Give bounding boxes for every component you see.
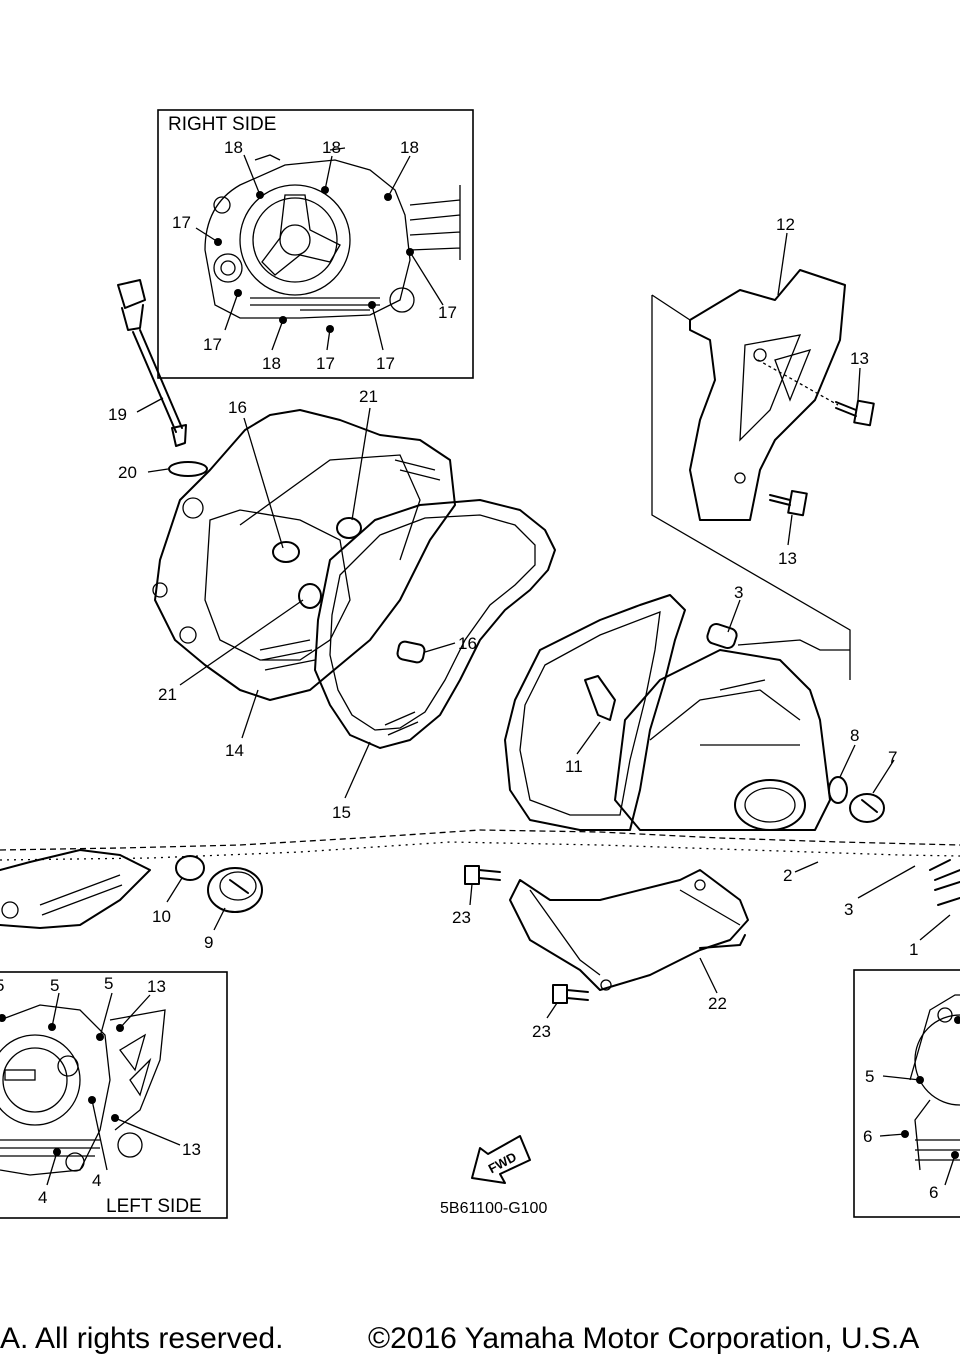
- o-ring-10: [175, 855, 205, 881]
- left-inset-label-13a: 13: [147, 977, 166, 996]
- callout-21-upper: 21: [359, 387, 378, 406]
- sprocket-cover: [651, 269, 851, 680]
- callout-11: 11: [565, 757, 583, 776]
- callout-14: 14: [225, 741, 244, 760]
- left-engine-fragment: [0, 849, 151, 929]
- copyright-left: A. All rights reserved.: [0, 1322, 284, 1355]
- callout-9: 9: [204, 933, 213, 952]
- left-inset-label-5b: 5: [50, 976, 59, 995]
- right-inset-label-17b: 17: [203, 335, 222, 354]
- callout-23-lower: 23: [532, 1022, 551, 1041]
- right-side-inset: RIGHT SIDE 18 18 18: [157, 109, 474, 379]
- right-inset-label-17c: 17: [438, 303, 457, 322]
- callout-labels: 12 13 13 3 8 7 11 19 20 16 21 16 21 14 1…: [108, 215, 918, 1041]
- right-inset-label-18d: 18: [262, 354, 281, 373]
- copyright-right: ©2016 Yamaha Motor Corporation, U.S.A: [368, 1322, 920, 1355]
- callout-3-lower: 3: [844, 900, 853, 919]
- fwd-arrow-icon: FWD: [471, 1135, 531, 1184]
- callout-leaders: [136, 232, 951, 1019]
- diagram-code: 5B61100-G100: [440, 1200, 547, 1217]
- left-inset-label-5c: 5: [104, 974, 113, 993]
- scan-distortion: [0, 829, 960, 861]
- callout-16-upper: 16: [228, 398, 247, 417]
- bolt-23-upper: [464, 865, 501, 885]
- guard-22: [509, 869, 749, 991]
- bolt-13-lower: [769, 489, 808, 517]
- right-engine-fragment: [929, 859, 960, 906]
- callout-10: 10: [152, 907, 171, 926]
- right-inset-label-17d: 17: [316, 354, 335, 373]
- dowel-16: [396, 640, 426, 664]
- bolt-23-lower: [552, 984, 589, 1004]
- callout-19: 19: [108, 405, 127, 424]
- right-inset-label-18a: 18: [224, 138, 243, 157]
- bottom-right-inset: 5 6 6: [853, 969, 960, 1218]
- right-inset-label-17a: 17: [172, 213, 191, 232]
- crankcase-cover: [152, 409, 456, 701]
- right-inset-label-18b: 18: [322, 138, 341, 157]
- callout-1: 1: [909, 940, 918, 959]
- bolt-13-upper: [757, 359, 875, 427]
- callout-21-lower: 21: [158, 685, 177, 704]
- right-inset-label-18c: 18: [400, 138, 419, 157]
- left-side-inset: LEFT SIDE 5 5 5 13 13 4 4: [0, 971, 228, 1219]
- callout-16-lower: 16: [458, 634, 477, 653]
- callout-3-upper: 3: [734, 583, 743, 602]
- callout-2: 2: [783, 866, 792, 885]
- callout-22: 22: [708, 994, 727, 1013]
- left-inset-label-5a: 5: [0, 976, 4, 995]
- right-inset-label-17e: 17: [376, 354, 395, 373]
- callout-8: 8: [850, 726, 859, 745]
- plug-9: [207, 867, 263, 913]
- callout-23-upper: 23: [452, 908, 471, 927]
- left-inset-label-4a: 4: [38, 1188, 47, 1207]
- br-inset-label-5: 5: [865, 1067, 874, 1086]
- callout-13-upper: 13: [850, 349, 869, 368]
- callout-7: 7: [888, 748, 897, 767]
- right-side-title: RIGHT SIDE: [168, 114, 276, 135]
- br-inset-label-6b: 6: [929, 1183, 938, 1202]
- gasket: [314, 499, 556, 749]
- generator-cover: [504, 594, 831, 831]
- callout-20: 20: [118, 463, 137, 482]
- callout-13-lower: 13: [778, 549, 797, 568]
- br-inset-label-6a: 6: [863, 1127, 872, 1146]
- callout-12: 12: [776, 215, 795, 234]
- callout-15: 15: [332, 803, 351, 822]
- left-side-title: LEFT SIDE: [106, 1196, 202, 1217]
- dipstick: [117, 279, 208, 477]
- left-inset-label-13b: 13: [182, 1140, 201, 1159]
- left-inset-label-4b: 4: [92, 1171, 101, 1190]
- plug-7: [849, 793, 885, 823]
- o-ring-8: [828, 776, 848, 804]
- dowel-3-upper: [706, 622, 850, 651]
